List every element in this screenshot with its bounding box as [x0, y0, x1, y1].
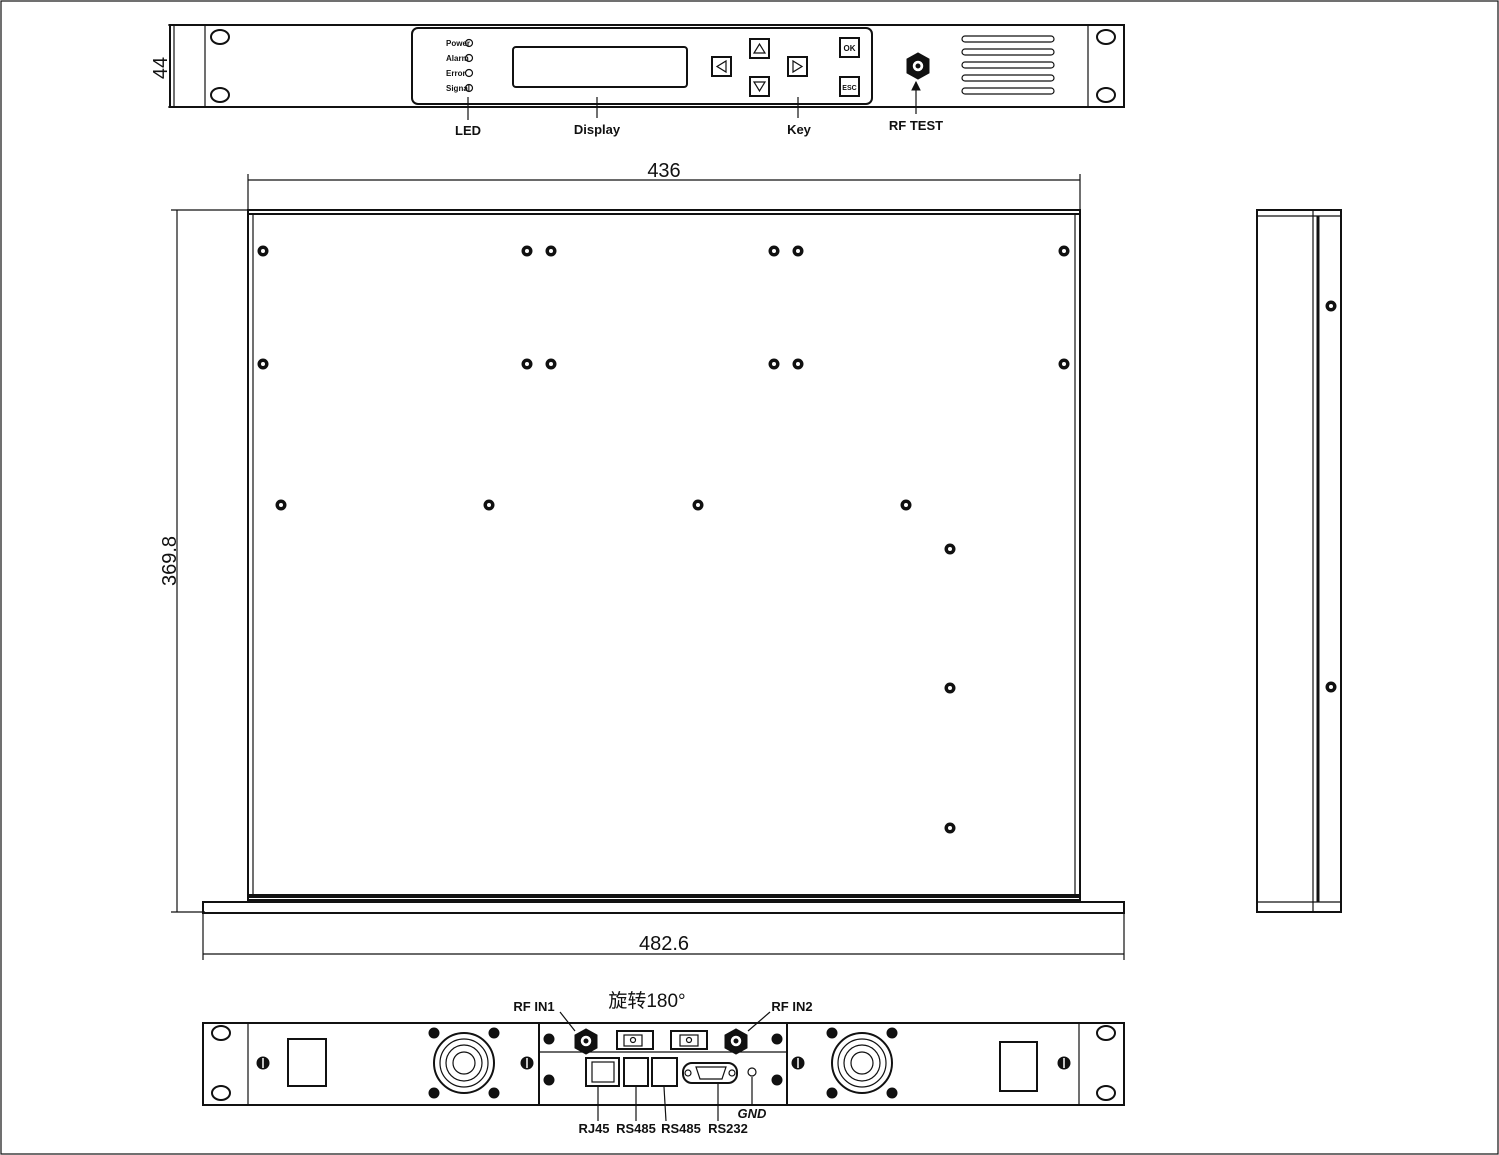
front-panel-outline — [169, 24, 1125, 108]
top-width-dimension: 436 — [647, 160, 680, 182]
gnd-label: GND — [738, 1106, 768, 1121]
key-ok-label: OK — [844, 44, 856, 53]
led-group: Power Alarm Error Signal — [446, 38, 474, 93]
screw-group — [257, 245, 1070, 834]
rear-view: 旋转180° — [202, 990, 1125, 1136]
led-indicator-icon — [464, 53, 474, 63]
control-bezel — [411, 27, 873, 105]
front-height-dimension: 44 — [150, 57, 172, 79]
power-inlet-right — [999, 1041, 1038, 1092]
screw-icon — [543, 1074, 555, 1086]
rf-test-callout-label: RF TEST — [889, 118, 943, 133]
arrow-up-icon — [752, 42, 767, 54]
top-depth-dimension: 369.8 — [159, 536, 181, 586]
rack-ear-hole — [210, 87, 230, 103]
led-callout-label: LED — [455, 123, 481, 138]
key-up-button — [749, 38, 770, 59]
rs485-label-a: RS485 — [616, 1121, 656, 1136]
led-label-signal: Signal — [446, 84, 470, 93]
rs232-db9-icon — [682, 1062, 738, 1084]
rf-in2-label: RF IN2 — [771, 999, 812, 1014]
rack-ear-hole — [1096, 1085, 1116, 1101]
rack-width-dimension: 482.6 — [639, 933, 689, 955]
top-view: 436 369.8 482.6 — [159, 160, 1125, 960]
led-indicator-icon — [464, 38, 474, 48]
fan-left-icon — [428, 1027, 500, 1099]
rs485-label-b: RS485 — [661, 1121, 701, 1136]
key-ok-button — [839, 37, 860, 58]
fan-right-icon — [826, 1027, 898, 1099]
lcd-display — [512, 46, 688, 88]
key-esc-label: ESC — [842, 85, 856, 92]
screw-icon — [771, 1074, 783, 1086]
side-view — [1256, 209, 1342, 913]
rs485-port-a — [623, 1057, 649, 1087]
front-view: 44 Power Alarm Error Signal OK — [150, 24, 1125, 138]
arrow-left-icon — [715, 59, 727, 74]
rack-ear-hole — [1096, 29, 1116, 45]
key-esc-button — [839, 76, 860, 97]
key-callout-label: Key — [787, 122, 812, 137]
rack-ear-hole — [211, 1025, 231, 1041]
key-right-button — [787, 56, 808, 77]
rack-ear-hole — [211, 1085, 231, 1101]
power-inlet-left — [287, 1038, 327, 1087]
led-label-alarm: Alarm — [446, 54, 469, 63]
rf-in2-connector-icon — [724, 1028, 748, 1055]
led-label-error: Error — [446, 69, 466, 78]
key-left-button — [711, 56, 732, 77]
rack-ear-hole — [210, 29, 230, 45]
rotation-note: 旋转180° — [608, 990, 685, 1012]
display-callout-label: Display — [574, 122, 621, 137]
led-indicator-icon — [464, 83, 474, 93]
side-outline — [1256, 209, 1342, 913]
rear-panel-outline — [202, 1022, 1125, 1106]
arrow-right-icon — [792, 59, 804, 74]
rj45-label: RJ45 — [578, 1121, 609, 1136]
chassis-top-outline — [247, 209, 1081, 901]
rear-module-outline — [538, 1022, 788, 1106]
rs485-port-b — [651, 1057, 678, 1087]
gnd-terminal-icon — [747, 1067, 757, 1077]
port-block-1 — [616, 1030, 654, 1050]
led-label-power: Power — [446, 39, 470, 48]
rf-in1-label: RF IN1 — [513, 999, 554, 1014]
rs232-label: RS232 — [708, 1121, 748, 1136]
front-panel-strip — [202, 901, 1125, 914]
rack-ear-hole — [1096, 87, 1116, 103]
port-block-2 — [670, 1030, 708, 1050]
keypad: OK ESC — [711, 37, 860, 97]
arrow-down-icon — [752, 81, 767, 93]
rf-in1-connector-icon — [574, 1028, 598, 1055]
rack-ear-hole — [1096, 1025, 1116, 1041]
screw-icon — [771, 1033, 783, 1045]
rf-test-connector-icon — [906, 52, 930, 80]
led-indicator-icon — [464, 68, 474, 78]
screw-icon — [543, 1033, 555, 1045]
key-down-button — [749, 76, 770, 97]
rj45-port — [585, 1057, 620, 1087]
front-vent — [961, 35, 1055, 95]
